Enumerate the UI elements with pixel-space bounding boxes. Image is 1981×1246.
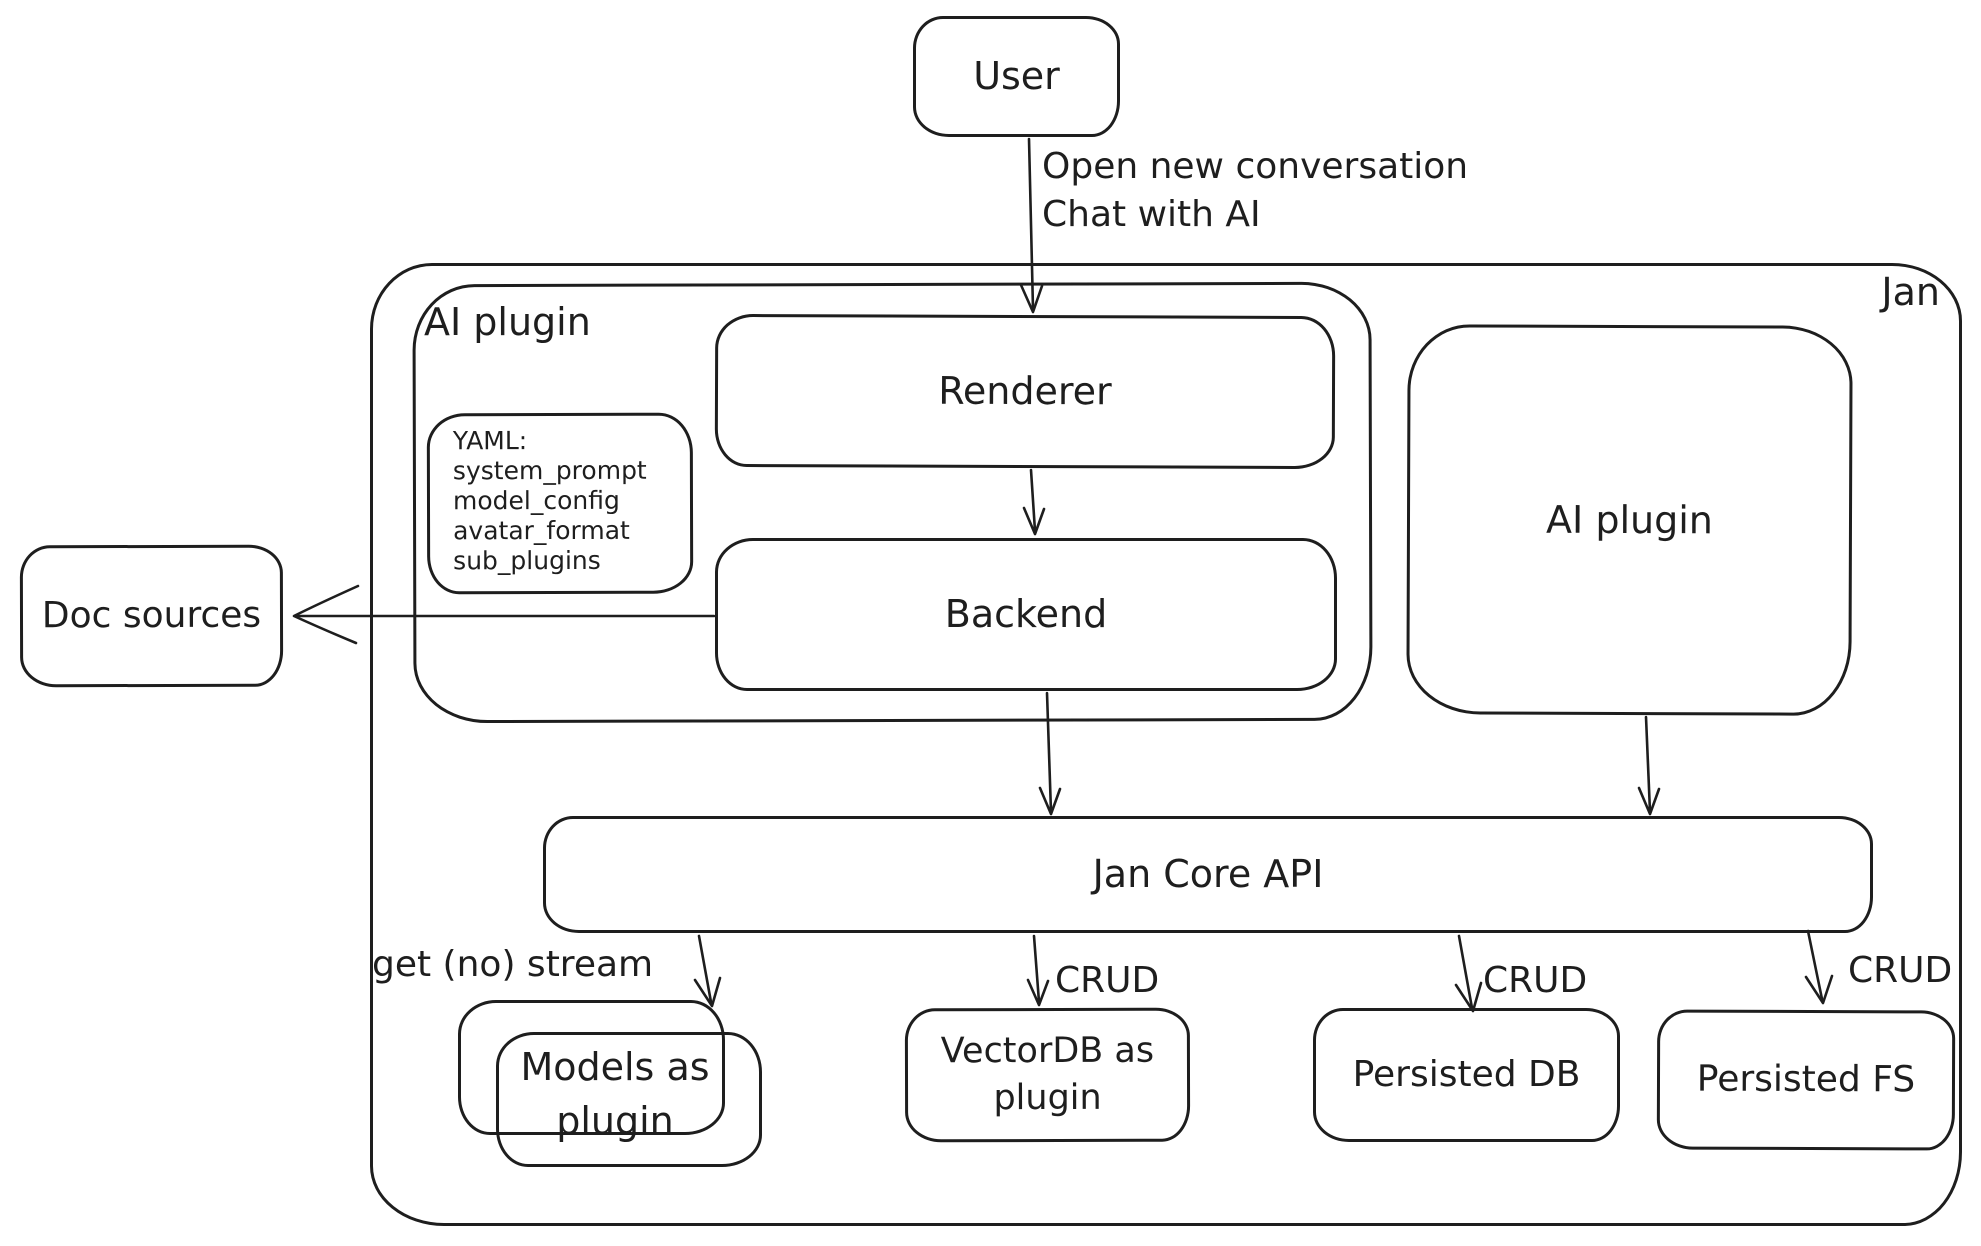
user-node-label: User xyxy=(973,54,1060,99)
jan-core-api-node-label: Jan Core API xyxy=(1092,852,1324,897)
user-arrow-label: Open new conversation Chat with AI xyxy=(1042,146,1469,235)
renderer-node: Renderer xyxy=(714,313,1336,470)
persisted-fs-label: Persisted FS xyxy=(1696,1058,1916,1100)
models-as-plugin-inner-box xyxy=(496,1032,762,1167)
jan-container-box xyxy=(370,263,1962,1226)
jan-core-api-node: Jan Core API xyxy=(543,816,1873,933)
doc-sources-node: Doc sources xyxy=(19,544,284,688)
yaml-note-box: YAML: system_prompt model_config avatar_… xyxy=(426,412,694,595)
user-node: User xyxy=(913,16,1120,137)
vectordb-as-plugin-label: VectorDB as plugin xyxy=(940,1030,1155,1119)
get-stream-edge-label: get (no) stream xyxy=(372,944,654,985)
doc-sources-node-label: Doc sources xyxy=(41,594,262,636)
yaml-note-text: YAML: system_prompt model_config avatar_… xyxy=(452,426,647,576)
ai-plugin-node: AI plugin xyxy=(1406,324,1853,716)
persisted-fs-node: Persisted FS xyxy=(1656,1009,1956,1151)
persisted-db-node: Persisted DB xyxy=(1313,1008,1620,1142)
crud-vectordb-edge-label: CRUD xyxy=(1055,960,1160,1001)
ai-plugin-node-label: AI plugin xyxy=(1546,497,1713,542)
backend-node: Backend xyxy=(715,538,1337,691)
ai-plugin-group-label: AI plugin xyxy=(424,300,591,344)
renderer-node-label: Renderer xyxy=(938,368,1112,414)
crud-persisted-db-edge-label: CRUD xyxy=(1483,960,1588,1001)
vectordb-as-plugin-node: VectorDB as plugin xyxy=(904,1007,1191,1143)
jan-container-label: Jan xyxy=(1881,270,1940,314)
backend-node-label: Backend xyxy=(944,592,1108,637)
models-as-plugin-label: Models as plugin xyxy=(520,1045,710,1143)
crud-persisted-fs-edge-label: CRUD xyxy=(1848,950,1953,991)
persisted-db-label: Persisted DB xyxy=(1352,1053,1581,1095)
